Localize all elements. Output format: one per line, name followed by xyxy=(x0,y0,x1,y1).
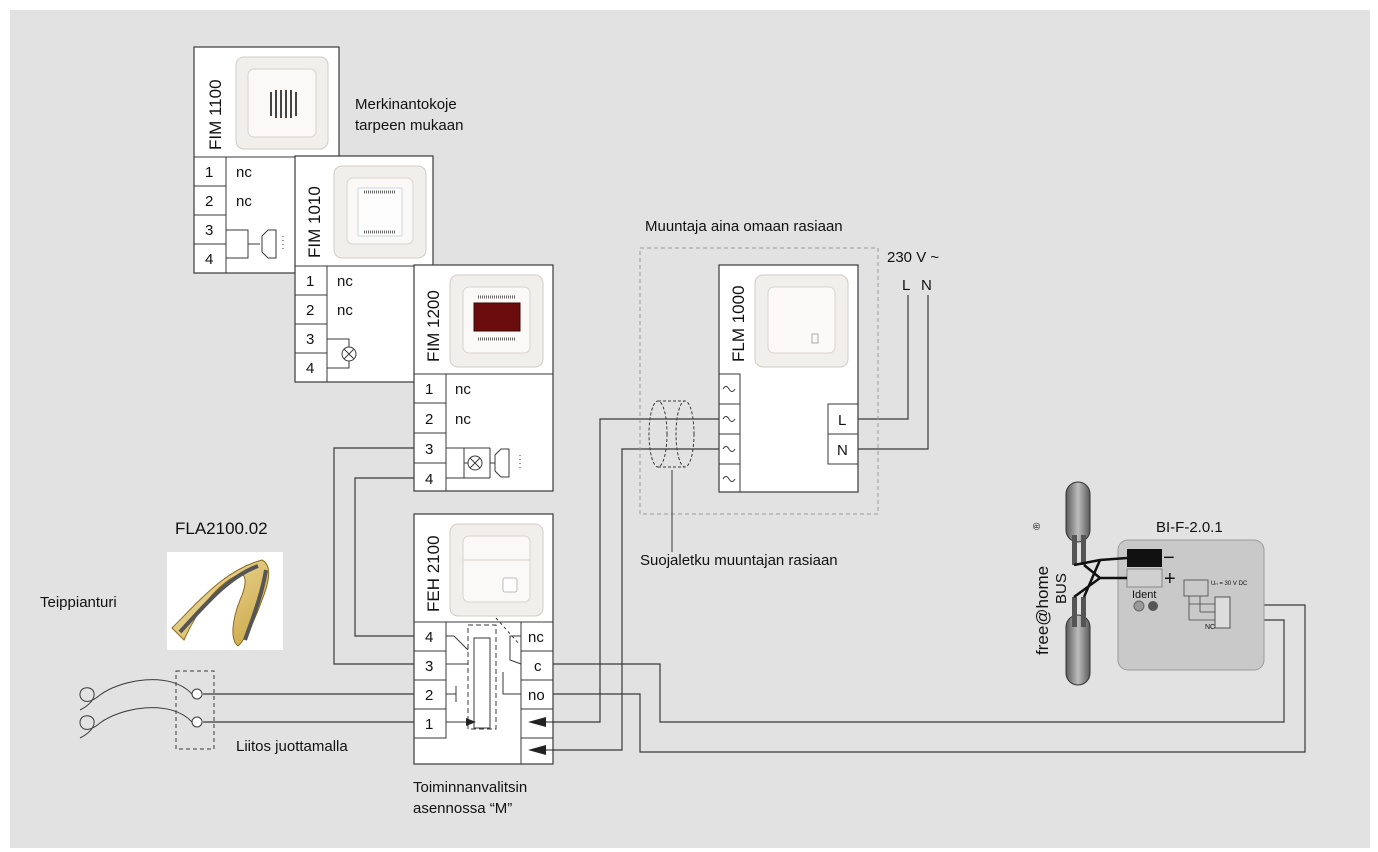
bus-label: BUS xyxy=(1053,573,1070,604)
ident-label: Ident xyxy=(1132,589,1156,601)
terminal-label: nc xyxy=(337,273,353,290)
terminal-number: 3 xyxy=(306,331,314,348)
contact-label: c xyxy=(534,658,542,675)
signal-device-label: Merkinantokoje xyxy=(355,96,457,113)
speaker-grille xyxy=(270,90,297,118)
terminal-number: 4 xyxy=(205,251,213,268)
terminal-label: nc xyxy=(337,302,353,319)
bi-device-name: BI-F-2.0.1 xyxy=(1156,519,1223,536)
conduit-note: Suojaletku muuntajan rasiaan xyxy=(640,552,838,569)
terminal-number: 4 xyxy=(306,360,314,377)
solder-note: Liitos juottamalla xyxy=(236,738,348,755)
spec-label: Uₙ = 30 V DC xyxy=(1211,581,1248,587)
module-name: FIM 1010 xyxy=(305,186,324,258)
arrow-icon xyxy=(528,717,546,727)
tape-sensor-image xyxy=(167,552,283,650)
transformer-box xyxy=(639,247,879,515)
terminal-number: 3 xyxy=(425,658,433,675)
module-fim1010: FIM 1010 1 2 3 4 nc nc xyxy=(294,155,434,383)
solder-joint-box xyxy=(79,670,215,750)
sensor-name: Teippianturi xyxy=(40,594,117,611)
conduit-icon xyxy=(648,400,695,468)
terminal-label: nc xyxy=(455,381,471,398)
voltage-label: 230 V ~ xyxy=(887,249,939,266)
terminal-number: 4 xyxy=(425,629,433,646)
module-name: FEH 2100 xyxy=(424,535,443,612)
bus-brand: free@home xyxy=(1033,566,1052,655)
sensor-model: FLA2100.02 xyxy=(175,519,268,538)
terminal-number: 1 xyxy=(306,273,314,290)
terminal-number: 3 xyxy=(205,222,213,239)
contact-label: no xyxy=(528,687,545,704)
plus-sign: + xyxy=(1164,568,1176,590)
terminal-label: nc xyxy=(236,164,252,181)
module-feh2100: FEH 2100 4 3 2 1 nc c no xyxy=(413,513,554,765)
minus-sign: − xyxy=(1163,547,1175,569)
terminal-number: 4 xyxy=(425,471,433,488)
phase-label: L xyxy=(902,277,910,294)
terminal-label: nc xyxy=(455,411,471,428)
module-name: FLM 1000 xyxy=(729,285,748,362)
terminal-number: 2 xyxy=(425,687,433,704)
module-name: FIM 1100 xyxy=(206,79,225,150)
bus-cable-icon xyxy=(1065,481,1128,686)
terminal-label: L xyxy=(838,412,846,429)
module-flm1000: FLM 1000 L N xyxy=(718,264,859,493)
terminal-label: nc xyxy=(236,193,252,210)
neutral-label: N xyxy=(921,277,932,294)
terminal-number: 2 xyxy=(425,411,433,428)
terminal-number: 2 xyxy=(205,193,213,210)
terminal-label: N xyxy=(837,442,848,459)
selector-note: Toiminnanvalitsin xyxy=(413,779,527,796)
arrow-icon xyxy=(528,745,546,755)
module-fim1200: FIM 1200 1 2 3 4 nc nc xyxy=(413,264,554,492)
nc-label: NC xyxy=(1205,624,1215,631)
binary-input-device: Ident NC Uₙ = 30 V DC − + xyxy=(1117,539,1265,671)
terminal-number: 1 xyxy=(425,716,433,733)
module-name: FIM 1200 xyxy=(424,290,443,362)
signal-device-label: tarpeen mukaan xyxy=(355,117,463,134)
terminal-number: 1 xyxy=(425,381,433,398)
terminal-number: 3 xyxy=(425,441,433,458)
transformer-note: Muuntaja aina omaan rasiaan xyxy=(645,218,843,235)
arrow-icon xyxy=(466,718,476,726)
terminal-number: 1 xyxy=(205,164,213,181)
terminal-number: 2 xyxy=(306,302,314,319)
registered-mark: ® xyxy=(1032,522,1043,530)
contact-label: nc xyxy=(528,629,544,646)
selector-note: asennossa “M” xyxy=(413,800,512,817)
